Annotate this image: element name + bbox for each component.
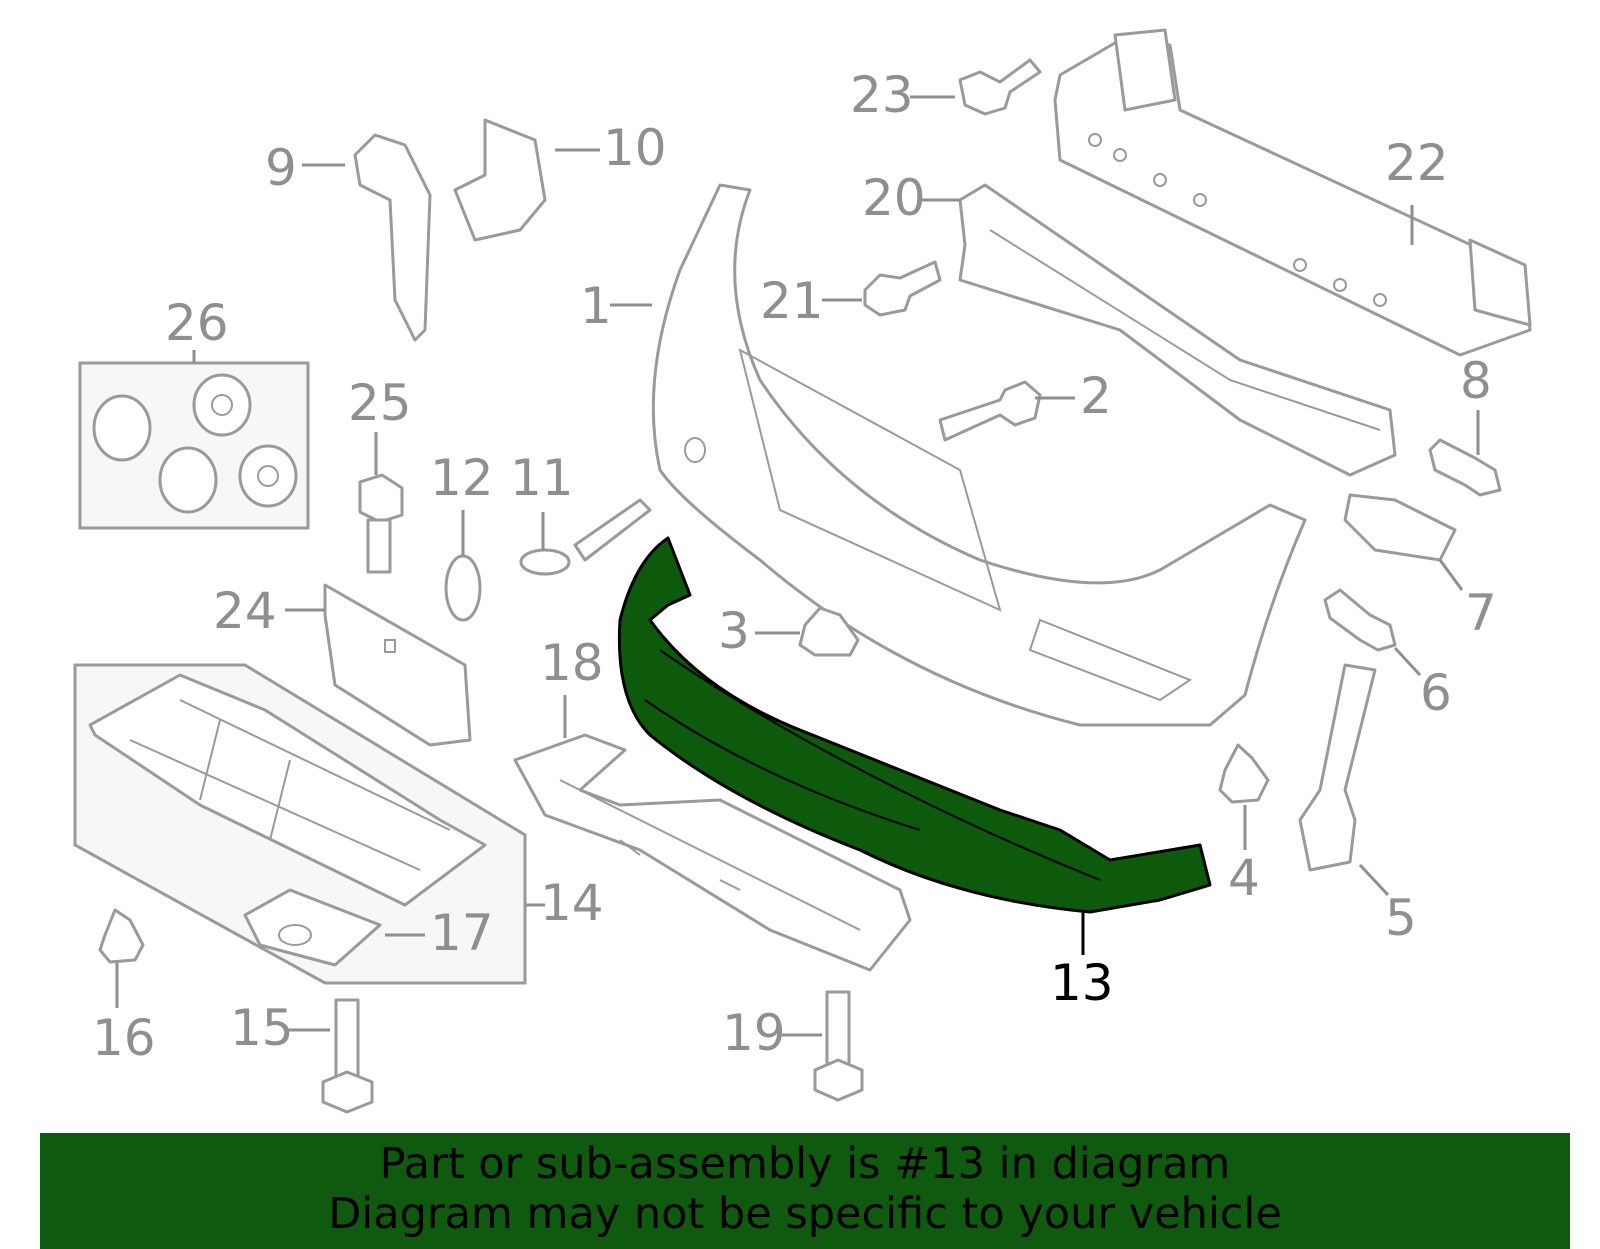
callout-14: 14 bbox=[540, 874, 604, 932]
part-18-lower-bracket[interactable] bbox=[513, 733, 912, 972]
callout-4: 4 bbox=[1228, 849, 1260, 907]
callout-9: 9 bbox=[265, 139, 297, 197]
callout-1: 1 bbox=[580, 277, 612, 335]
callout-23: 23 bbox=[850, 66, 914, 124]
part-7-cover[interactable] bbox=[1343, 493, 1457, 562]
part-3-clip[interactable] bbox=[798, 606, 860, 657]
banner-line-1: Part or sub-assembly is #13 in diagram bbox=[379, 1139, 1231, 1189]
callout-11: 11 bbox=[510, 449, 574, 507]
part-22-bumper-beam[interactable] bbox=[1053, 28, 1532, 357]
part-8-bolt[interactable] bbox=[1428, 438, 1502, 497]
part-14-undercover-assembly[interactable] bbox=[73, 663, 527, 985]
callout-2: 2 bbox=[1080, 367, 1112, 425]
callout-labels: 1 2 3 4 5 6 7 8 9 10 11 12 13 14 15 16 1… bbox=[92, 66, 1497, 1067]
part-23-bolt[interactable] bbox=[958, 58, 1042, 116]
callout-25: 25 bbox=[348, 374, 412, 432]
callout-26: 26 bbox=[165, 294, 229, 352]
callout-15: 15 bbox=[230, 999, 294, 1057]
callout-16: 16 bbox=[92, 1009, 156, 1067]
part-13-lower-bumper-highlighted[interactable] bbox=[617, 536, 1212, 914]
banner-line-2: Diagram may not be specific to your vehi… bbox=[328, 1189, 1282, 1239]
callout-19: 19 bbox=[722, 1004, 786, 1062]
callout-10: 10 bbox=[603, 119, 667, 177]
callout-24: 24 bbox=[213, 582, 277, 640]
callout-17: 17 bbox=[430, 904, 494, 962]
part-10-bracket[interactable] bbox=[453, 118, 547, 242]
part-6-bolt[interactable] bbox=[1323, 588, 1397, 652]
part-11-pin[interactable] bbox=[519, 498, 652, 576]
callout-7: 7 bbox=[1465, 584, 1497, 642]
callout-3: 3 bbox=[718, 602, 750, 660]
part-1-bumper-cover[interactable] bbox=[651, 183, 1307, 727]
callout-12: 12 bbox=[430, 449, 494, 507]
callout-22: 22 bbox=[1385, 134, 1449, 192]
part-9-bracket[interactable] bbox=[353, 133, 432, 342]
part-25-bolt[interactable] bbox=[358, 473, 404, 574]
part-2-bolt[interactable] bbox=[938, 380, 1042, 442]
callout-18: 18 bbox=[540, 634, 604, 692]
callout-20: 20 bbox=[862, 169, 926, 227]
part-26-cap-kit[interactable] bbox=[78, 361, 310, 530]
part-19-bolt[interactable] bbox=[813, 990, 864, 1102]
callout-21: 21 bbox=[760, 272, 824, 330]
part-20-energy-absorber[interactable] bbox=[958, 183, 1397, 477]
part-12-cover[interactable] bbox=[444, 554, 482, 622]
part-24-panel[interactable] bbox=[323, 583, 472, 747]
callout-8: 8 bbox=[1460, 352, 1492, 410]
callout-13: 13 bbox=[1050, 954, 1114, 1012]
callout-5: 5 bbox=[1385, 889, 1417, 947]
callout-6: 6 bbox=[1420, 664, 1452, 722]
info-banner: Part or sub-assembly is #13 in diagram D… bbox=[40, 1133, 1570, 1249]
part-5-side-bracket[interactable] bbox=[1298, 663, 1377, 872]
part-4-clip[interactable] bbox=[1218, 743, 1270, 804]
part-21-clip[interactable] bbox=[863, 260, 942, 317]
leader-lines bbox=[115, 95, 1480, 1037]
part-16-clip[interactable] bbox=[98, 908, 145, 964]
part-15-bolt[interactable] bbox=[321, 998, 374, 1114]
